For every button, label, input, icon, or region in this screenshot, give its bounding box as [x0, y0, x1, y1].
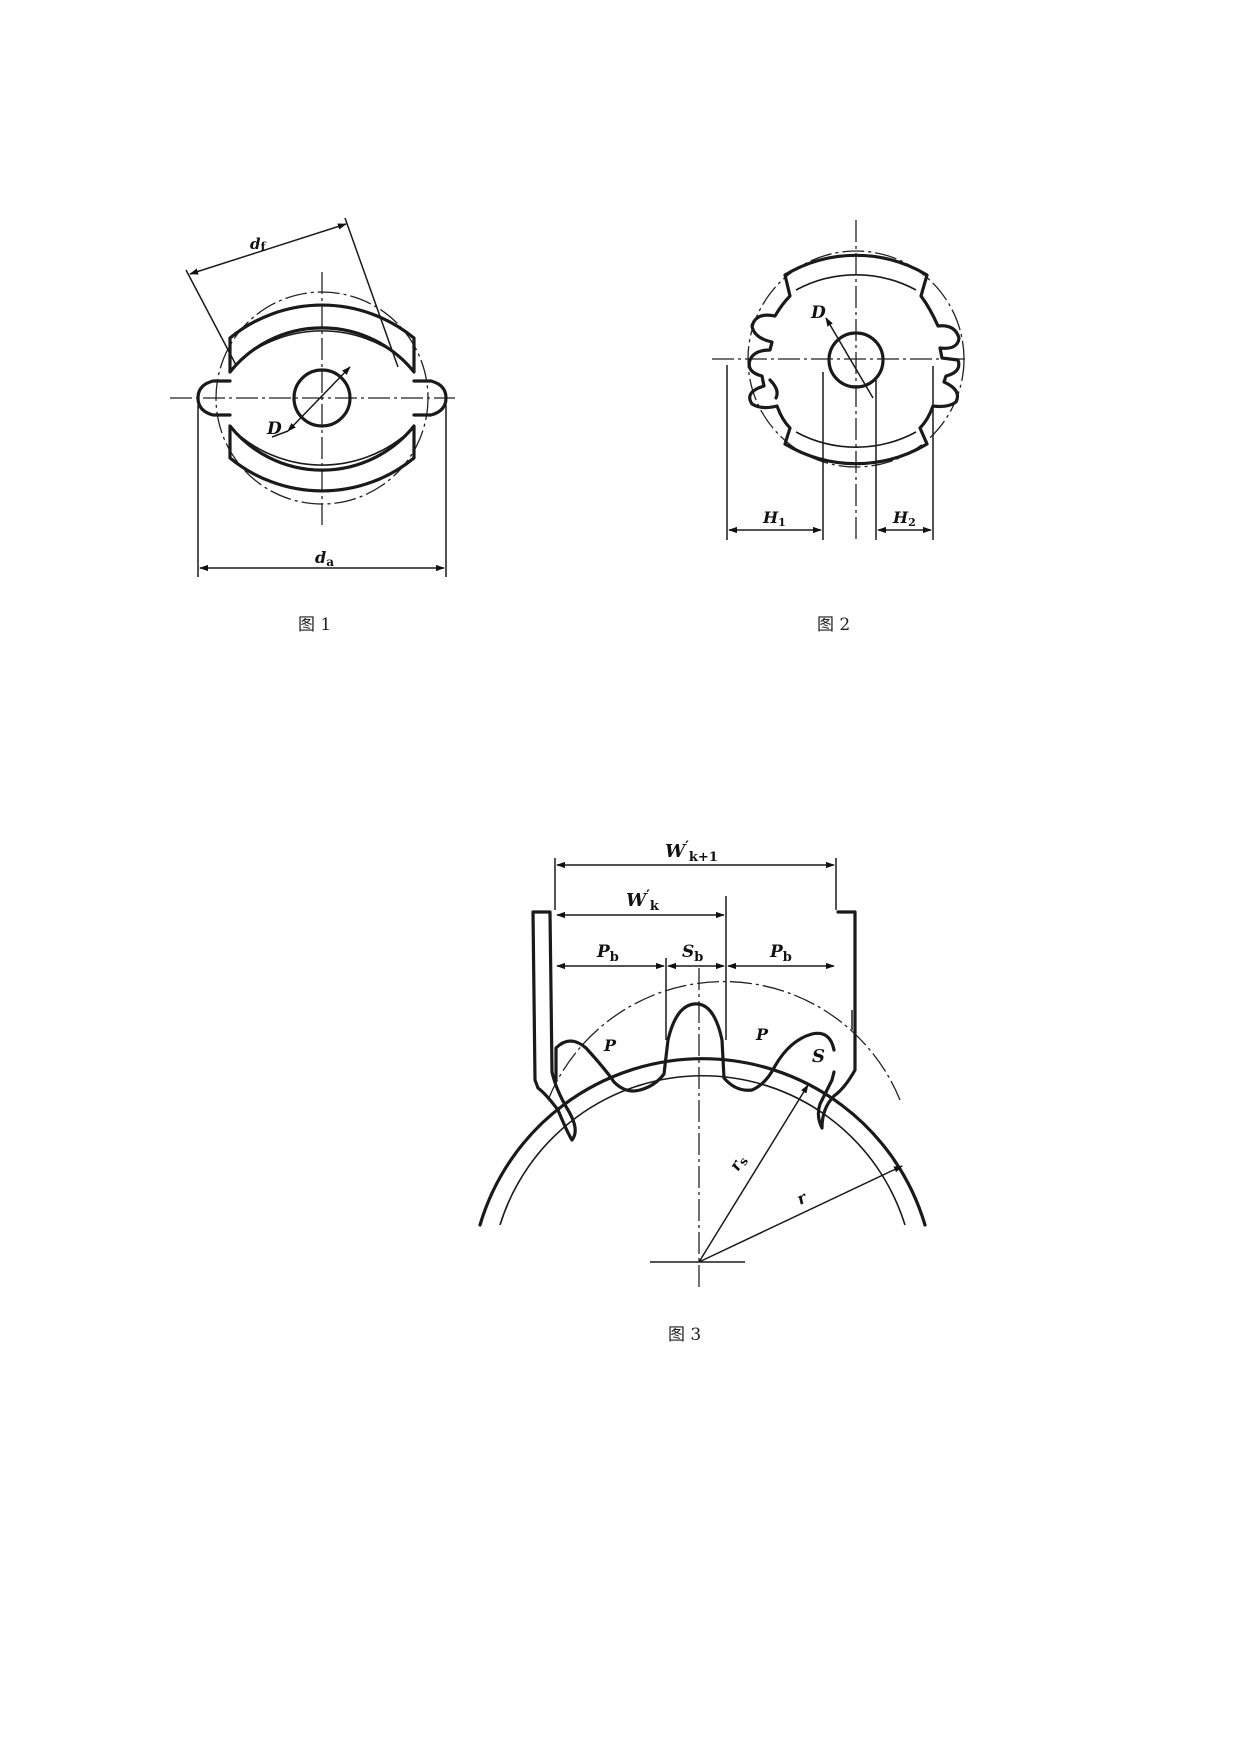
figure-1: D df da 图 1 — [170, 217, 455, 635]
fig3-label-Wk1: W′k+1 — [665, 839, 718, 865]
fig3-pitch-arc — [547, 980, 901, 1101]
fig2-gear-outline — [747, 253, 961, 466]
fig2-bore-dimension-line — [825, 317, 874, 399]
figure-2: D H1 H2 图 2 — [712, 220, 968, 635]
fig2-lower-inner-arc — [795, 431, 917, 449]
fig3-tooth-profile — [554, 1002, 836, 1093]
fig3-rs-radius-line — [698, 1084, 809, 1263]
fig1-bore-leader — [271, 430, 289, 438]
fig2-bore-circle — [827, 331, 885, 389]
fig3-label-r: r — [794, 1187, 811, 1208]
fig3-outer-arc — [478, 1057, 927, 1227]
fig3-label-Wk: W′k — [626, 888, 660, 914]
fig1-upper-segment — [228, 303, 416, 374]
fig1-df-extension-right — [344, 217, 399, 368]
fig1-df-dimension-line — [189, 223, 347, 275]
fig1-left-tooth — [196, 379, 232, 417]
fig3-label-Pb-left: Pb — [596, 942, 619, 965]
fig3-label-rs: rs — [725, 1151, 751, 1175]
fig3-label-P-left: P — [603, 1036, 617, 1055]
fig1-right-tooth — [412, 379, 448, 417]
fig2-left-tooth-notch — [768, 378, 779, 400]
fig1-lower-inner-arc — [239, 435, 405, 466]
fig2-pitch-circle — [747, 250, 965, 468]
fig3-label-P-right: P — [755, 1025, 769, 1044]
fig2-label-H1: H1 — [762, 508, 786, 529]
fig1-df-extension-left — [185, 269, 237, 366]
fig3-left-jaw — [531, 910, 577, 1142]
fig2-label-H2: H2 — [892, 508, 916, 529]
fig3-r-radius-line — [698, 1165, 903, 1263]
fig1-pitch-circle — [215, 291, 429, 505]
fig1-label-da: da — [315, 548, 334, 569]
fig3-label-Pb-right: Pb — [769, 942, 792, 965]
fig1-bore-dimension-line — [287, 366, 351, 432]
fig1-upper-inner-arc — [239, 330, 405, 361]
fig3-root-arc — [499, 1075, 906, 1226]
fig1-lower-segment — [228, 424, 416, 493]
fig2-caption: 图 2 — [817, 615, 850, 635]
fig1-label-D: D — [266, 419, 282, 439]
fig1-label-df: df — [250, 235, 267, 254]
figure-3: W′k+1 W′k Pb Sb Pb P P S rs r 图 3 — [478, 839, 927, 1345]
fig2-label-D: D — [810, 303, 826, 323]
fig3-label-Sb: Sb — [682, 942, 703, 965]
fig3-caption: 图 3 — [668, 1325, 701, 1345]
fig2-upper-inner-arc — [795, 273, 917, 291]
fig1-caption: 图 1 — [298, 615, 331, 635]
fig3-right-jaw — [816, 910, 857, 1130]
fig3-label-S: S — [812, 1046, 825, 1067]
